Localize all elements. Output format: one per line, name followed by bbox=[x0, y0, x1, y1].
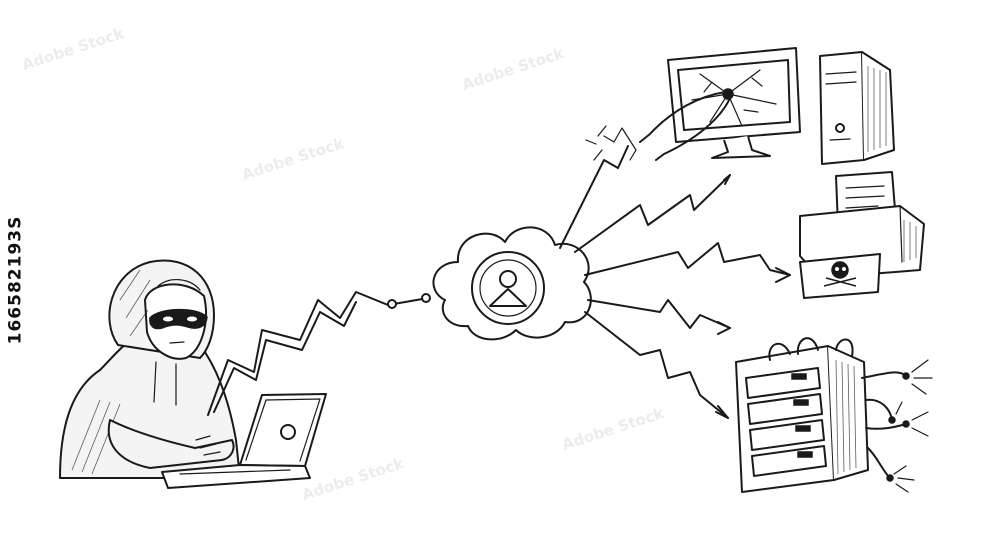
laptop bbox=[161, 393, 327, 489]
stock-image-id-text: 166582193S bbox=[5, 215, 26, 345]
sparking-server-rack bbox=[735, 337, 933, 493]
cracked-monitor bbox=[639, 47, 801, 161]
hacker-figure bbox=[59, 259, 241, 479]
sparks bbox=[585, 125, 607, 161]
desktop-tower bbox=[819, 51, 895, 165]
stock-image-id: 166582193S bbox=[4, 130, 26, 430]
attack-bolt-to-cloud bbox=[207, 291, 431, 416]
attack-bolts-to-targets bbox=[559, 127, 791, 419]
infected-printer bbox=[799, 171, 925, 299]
cloud-network-hub bbox=[432, 226, 592, 341]
